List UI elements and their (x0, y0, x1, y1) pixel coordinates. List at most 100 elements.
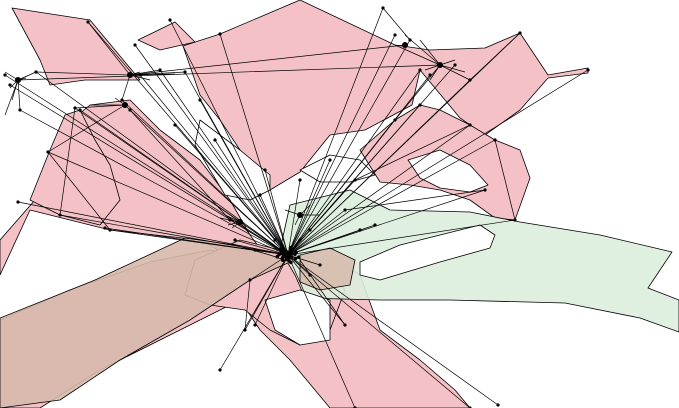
network-node (468, 123, 472, 127)
network-edge (59, 107, 76, 216)
network-edge (129, 109, 289, 256)
network-node (418, 68, 422, 72)
network-edge (159, 69, 289, 256)
network-node (183, 70, 187, 74)
network-node (248, 278, 252, 282)
white-hole-bottom-center (264, 289, 331, 346)
network-hub-node (288, 252, 293, 256)
network-node (328, 158, 332, 162)
network-edge (17, 79, 21, 111)
network-node (358, 228, 362, 232)
network-node (381, 6, 385, 10)
network-node (168, 18, 172, 22)
network-node (133, 43, 137, 47)
network-node (218, 32, 222, 36)
network-edge (469, 32, 521, 81)
network-edge (229, 219, 289, 256)
network-hub-node (122, 102, 128, 108)
network-edge (234, 239, 289, 256)
network-edge (244, 279, 251, 331)
network-edge (129, 44, 406, 76)
network-node (273, 238, 277, 242)
network-edge (287, 209, 346, 256)
network-hub-node (281, 254, 286, 259)
network-edge (287, 69, 589, 256)
network-edge (35, 71, 131, 76)
network-hub-node (402, 42, 408, 48)
network-edge (4, 74, 289, 256)
network-node (353, 178, 357, 182)
green-cutout-center (359, 224, 496, 281)
network-edge (254, 254, 289, 326)
network-node (586, 68, 590, 72)
network-edge (35, 71, 289, 256)
network-node (18, 108, 22, 112)
network-node (128, 108, 132, 112)
network-node (493, 138, 497, 142)
network-node (86, 20, 90, 24)
network-node (468, 78, 472, 82)
network-edge (354, 124, 471, 181)
network-node (343, 208, 347, 212)
network-edge (139, 74, 289, 256)
network-edge (47, 151, 111, 231)
network-edge (287, 39, 411, 256)
network-node (308, 273, 312, 277)
network-node (173, 123, 177, 127)
network-edge (219, 254, 289, 371)
network-node (483, 188, 487, 192)
network-hub-node (278, 247, 283, 252)
network-node-layer (3, 6, 590, 408)
network-edge (74, 104, 126, 109)
network-edge (169, 19, 289, 256)
network-edge (439, 64, 466, 73)
network-node (253, 323, 257, 327)
network-edge (344, 189, 486, 211)
network-hub-node (15, 77, 21, 83)
network-edge (134, 44, 289, 256)
network-node (518, 31, 522, 35)
network-node (308, 228, 312, 232)
network-edge (47, 104, 126, 153)
network-edge (129, 109, 231, 221)
network-node (46, 150, 50, 154)
network-node (108, 228, 112, 232)
network-node (3, 73, 7, 77)
network-node (58, 213, 62, 217)
network-edge (264, 169, 289, 256)
network-node (243, 328, 247, 332)
network-node (513, 218, 517, 222)
network-node (120, 98, 124, 102)
network-edge (287, 124, 471, 256)
network-node (496, 403, 500, 407)
network-hub-node (297, 212, 303, 218)
network-node (73, 106, 77, 110)
network-edge (214, 139, 289, 256)
network-node (418, 103, 422, 107)
network-edge (287, 119, 396, 256)
network-edge (287, 189, 486, 256)
network-edge (259, 194, 289, 256)
network-node (373, 223, 377, 227)
network-edge (287, 159, 331, 256)
network-edge (121, 74, 131, 101)
network-hub-node (437, 62, 443, 68)
network-edge (299, 259, 346, 326)
network-edge (59, 214, 289, 256)
network-node (103, 226, 107, 230)
pink-region-left-upper (29, 109, 121, 226)
network-edge (287, 219, 516, 256)
pink-region-top-left-wedge (11, 7, 141, 86)
network-edge (17, 201, 289, 256)
network-edge (287, 179, 301, 256)
network-node (343, 323, 347, 327)
network-node (453, 63, 457, 67)
network-node (233, 238, 237, 242)
network-edge (79, 109, 289, 256)
network-edge (17, 64, 441, 81)
network-node (298, 238, 302, 242)
network-edge (394, 44, 441, 66)
network-edge (287, 34, 396, 256)
network-node (298, 178, 302, 182)
network-edge (17, 71, 37, 81)
